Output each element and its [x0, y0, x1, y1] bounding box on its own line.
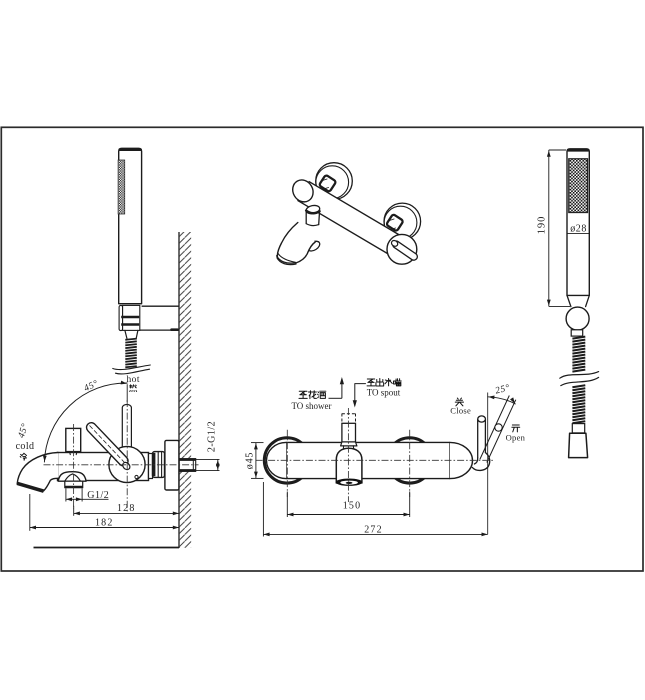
svg-text:150: 150 [343, 501, 362, 512]
svg-text:128: 128 [117, 503, 136, 514]
svg-text:ø28: ø28 [570, 223, 587, 234]
svg-text:ø45: ø45 [244, 452, 255, 469]
svg-text:25°: 25° [494, 382, 511, 396]
svg-text:cold: cold [16, 441, 35, 452]
svg-text:190: 190 [536, 216, 547, 235]
svg-text:272: 272 [364, 524, 383, 535]
svg-text:182: 182 [95, 517, 114, 528]
svg-text:2-G1/2: 2-G1/2 [206, 421, 217, 452]
svg-text:TO spout: TO spout [367, 387, 401, 397]
svg-text:hot: hot [127, 375, 140, 385]
svg-text:G1/2: G1/2 [87, 490, 109, 501]
svg-text:TO shower: TO shower [291, 401, 331, 411]
svg-text:45°: 45° [16, 422, 31, 439]
svg-text:Open: Open [506, 433, 526, 443]
svg-text:Close: Close [450, 405, 471, 415]
